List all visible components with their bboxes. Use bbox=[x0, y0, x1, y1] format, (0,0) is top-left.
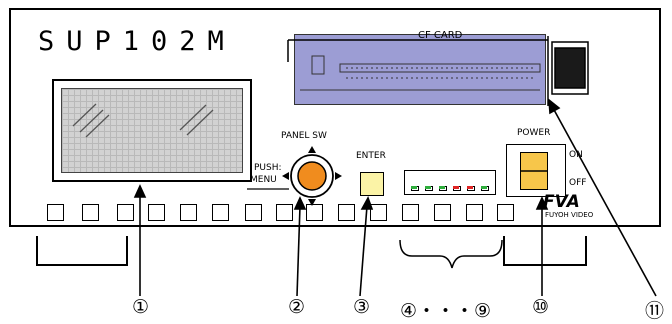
leader-arrows bbox=[133, 98, 657, 297]
key-button[interactable] bbox=[276, 204, 293, 221]
callout-1: ① bbox=[132, 296, 150, 318]
brand-text: FUYOH VIDEO bbox=[545, 211, 594, 219]
cf-card-label: CF CARD bbox=[418, 30, 463, 41]
key-button[interactable] bbox=[370, 204, 387, 221]
left-foot bbox=[36, 236, 128, 266]
key-button[interactable] bbox=[148, 204, 165, 221]
key-button[interactable] bbox=[180, 204, 197, 221]
key-button[interactable] bbox=[466, 204, 483, 221]
right-foot bbox=[503, 236, 587, 266]
panel-sw-label: PANEL SW bbox=[281, 131, 327, 141]
push-label: PUSH: bbox=[254, 163, 282, 173]
power-label: POWER bbox=[517, 128, 551, 138]
callout-10: ⑩ bbox=[532, 296, 550, 318]
key-button[interactable] bbox=[47, 204, 64, 221]
menu-label: MENU bbox=[250, 175, 277, 185]
cf-card-slot[interactable] bbox=[294, 34, 546, 105]
callout-11: ⑪ bbox=[645, 300, 665, 322]
key-button[interactable] bbox=[212, 204, 229, 221]
brace bbox=[399, 239, 503, 269]
lcd-glare bbox=[72, 103, 214, 138]
lcd-display bbox=[52, 79, 252, 182]
cf-eject-housing bbox=[551, 41, 589, 95]
lcd-screen bbox=[61, 88, 243, 173]
key-button[interactable] bbox=[117, 204, 134, 221]
key-button[interactable] bbox=[338, 204, 355, 221]
key-button[interactable] bbox=[497, 204, 514, 221]
key-button[interactable] bbox=[306, 204, 323, 221]
key-button[interactable] bbox=[434, 204, 451, 221]
power-off-label: OFF bbox=[569, 178, 587, 188]
key-button[interactable] bbox=[402, 204, 419, 221]
model-name: SUP102M bbox=[38, 26, 236, 57]
callout-2: ② bbox=[288, 296, 306, 318]
enter-button[interactable] bbox=[360, 172, 384, 196]
panel-switch-knob[interactable] bbox=[282, 146, 342, 206]
key-button[interactable] bbox=[82, 204, 99, 221]
power-on-label: ON bbox=[569, 150, 583, 160]
brand-logo: FVA bbox=[543, 192, 580, 212]
key-button[interactable] bbox=[245, 204, 262, 221]
callout-3: ③ bbox=[353, 296, 371, 318]
enter-label: ENTER bbox=[356, 151, 386, 161]
callout-4-9: ④・・・⑨ bbox=[400, 300, 492, 322]
led-lights bbox=[411, 186, 487, 189]
cf-slot-details bbox=[287, 36, 549, 106]
cf-eject-button[interactable] bbox=[554, 47, 586, 89]
